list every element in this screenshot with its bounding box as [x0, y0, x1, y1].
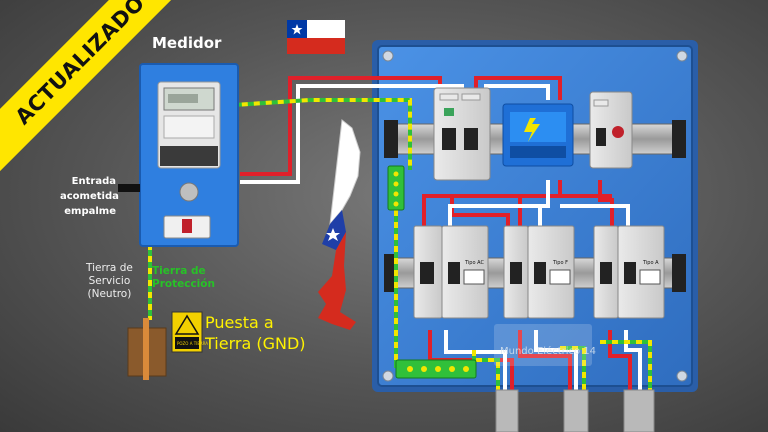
service-ground-line2: Servicio — [88, 275, 131, 287]
ground-bus-horizontal — [395, 359, 477, 379]
protection-ground-line1: Tierra de — [152, 265, 206, 277]
lightning-icon — [524, 118, 540, 142]
ground-warning-sign: POZO A TIERRA — [171, 311, 208, 353]
service-cable — [118, 184, 140, 192]
protection-ground-line2: Protección — [152, 278, 215, 290]
surge-protector — [502, 103, 574, 167]
service-ground-line3: (Neutro) — [87, 288, 132, 300]
watermark-box — [494, 324, 592, 366]
gnd-line1: Puesta a — [205, 313, 274, 332]
watermark-text: Mundo Eléctrico 14 — [500, 346, 597, 357]
service-ground-label: Tierra de Servicio (Neutro) — [86, 262, 133, 301]
screw-icon — [382, 370, 394, 382]
main-breaker — [433, 87, 491, 181]
screw-icon — [676, 50, 688, 62]
circuit-pair-1: Tipo AC — [413, 225, 489, 319]
screw-icon — [382, 50, 394, 62]
breaker-type-label: Tipo F — [552, 260, 568, 266]
breaker-type-label: Tipo AC — [464, 260, 484, 266]
warning-triangle-icon — [174, 314, 200, 335]
screw-icon — [676, 370, 688, 382]
circuit-pair-3: Tipo A — [593, 225, 665, 319]
ground-rod — [127, 318, 167, 380]
service-entry-line3: empalme — [64, 206, 116, 217]
circuit-pair-2: Tipo F — [503, 225, 575, 319]
protection-ground-label: Tierra de Protección — [152, 265, 215, 291]
indicator-module — [589, 91, 633, 169]
sign-text: POZO A TIERRA — [177, 341, 208, 346]
meter-title: Medidor — [152, 34, 222, 52]
chile-flag-icon — [287, 20, 345, 54]
service-entry-line2: acometida — [60, 191, 119, 202]
service-entry-line1: Entrada — [71, 176, 116, 187]
service-ground-line1: Tierra de — [86, 262, 133, 274]
service-entry-label: Entrada acometida empalme — [60, 174, 119, 219]
gnd-label: Puesta a Tierra (GND) — [205, 312, 306, 354]
breaker-type-label: Tipo A — [642, 260, 659, 266]
indicator-lamp-icon — [612, 126, 624, 138]
ground-bus-vertical — [387, 165, 405, 211]
cable-outlets — [495, 389, 655, 432]
gnd-line2: Tierra (GND) — [205, 334, 306, 353]
chile-map-icon — [318, 119, 361, 330]
meter-box — [139, 63, 239, 247]
